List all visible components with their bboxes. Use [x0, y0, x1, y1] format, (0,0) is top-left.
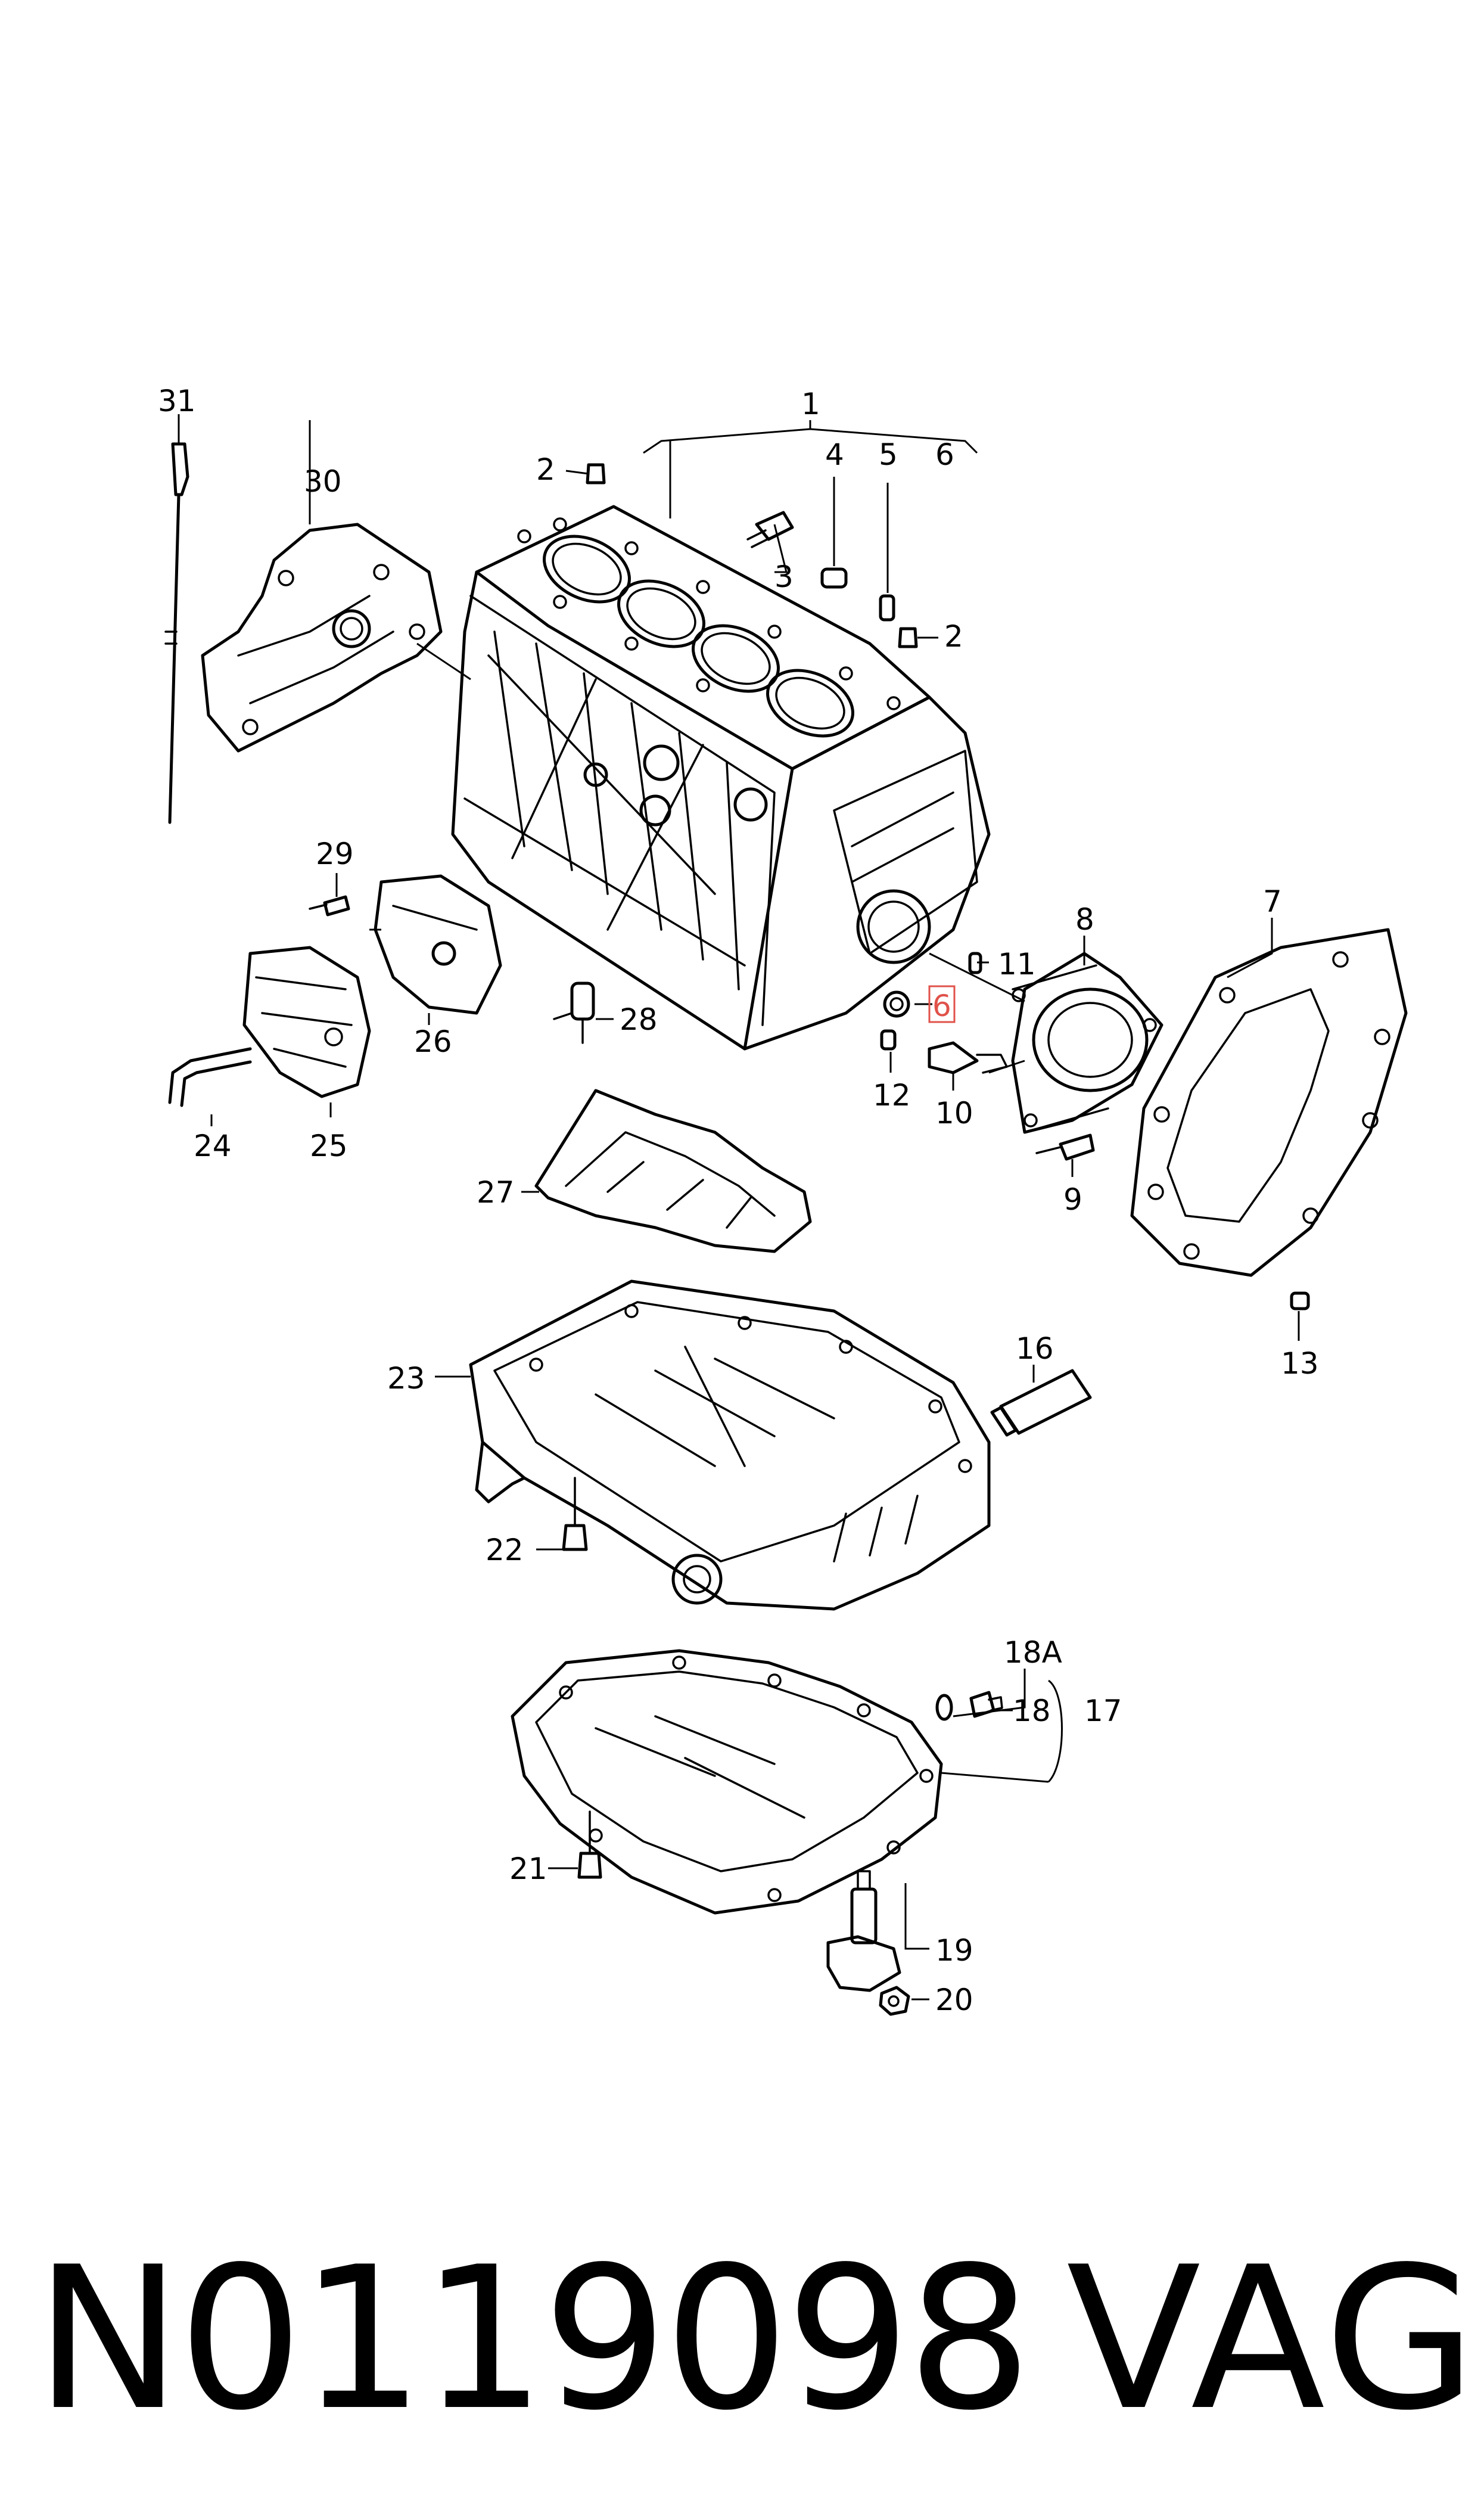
callout-4: 4	[825, 437, 844, 472]
callout-25: 25	[310, 1129, 348, 1163]
callout-26: 26	[414, 1024, 452, 1059]
callout-28: 28	[620, 1002, 658, 1037]
oil-filter-flange	[374, 874, 502, 1015]
callout-11: 11	[998, 947, 1036, 981]
callout-31: 31	[158, 384, 196, 418]
callout-30: 30	[304, 464, 342, 499]
callout-19: 19	[935, 1933, 973, 1968]
callout-12: 12	[873, 1078, 911, 1113]
engine-block	[451, 505, 991, 1051]
valve-28	[553, 981, 595, 1044]
callout-20: 20	[935, 1983, 973, 2017]
rear-seal-flange	[1011, 952, 1163, 1134]
callout-18: 18	[1013, 1694, 1051, 1728]
upper-oil-pan	[469, 1279, 991, 1611]
callout-2a: 2	[536, 452, 555, 487]
callout-10: 10	[935, 1096, 973, 1130]
oil-level-sensor-19	[826, 1870, 901, 1992]
sensor-10	[928, 1041, 1008, 1074]
bolt-22	[562, 1477, 588, 1551]
hose-24	[168, 1047, 252, 1107]
callout-5: 5	[879, 437, 898, 472]
callout-8: 8	[1075, 902, 1094, 937]
callout-3: 3	[774, 560, 794, 594]
sealant-tube	[990, 1369, 1092, 1437]
callout-18a: 18A	[1004, 1635, 1062, 1670]
callout-6-top: 6	[935, 437, 954, 472]
nut-20	[879, 1986, 910, 2016]
seal-18a	[935, 1694, 953, 1721]
callout-9: 9	[1063, 1182, 1082, 1217]
callout-29: 29	[316, 837, 354, 871]
oil-dipstick	[164, 442, 189, 824]
baffle-plate	[534, 1089, 812, 1253]
block-fasteners	[586, 463, 982, 1051]
part-number: N0119098	[35, 2225, 1032, 2453]
intermediate-plate-gasket	[1130, 928, 1408, 1310]
oil-cooler-cover	[242, 946, 371, 1098]
callout-7: 7	[1263, 884, 1282, 919]
callout-6-highlighted: 6	[932, 989, 951, 1023]
leader-lines	[178, 414, 1300, 2001]
callout-21: 21	[509, 1852, 547, 1886]
callout-2b: 2	[944, 619, 963, 654]
highlight-box-6	[928, 985, 956, 1023]
callout-24: 24	[194, 1129, 232, 1163]
callout-16: 16	[1016, 1331, 1054, 1366]
callout-27: 27	[477, 1175, 515, 1210]
callout-labels: 1 2 2 3 4 5 6 11 6 12 10 8 9 7 13 31 30 …	[158, 384, 1319, 2017]
bolt-21	[577, 1810, 602, 1879]
bolt-9	[1035, 1133, 1095, 1161]
callout-1: 1	[801, 387, 820, 421]
callout-13: 13	[1281, 1346, 1319, 1381]
lower-oil-pan	[511, 1649, 943, 1915]
callout-22: 22	[486, 1533, 524, 1567]
oil-pump-cover	[201, 523, 443, 753]
brand-name: VAG	[1066, 2225, 1479, 2453]
bolt-29	[309, 895, 350, 917]
footer: N0119098 VAG	[0, 2241, 1484, 2437]
callout-23: 23	[387, 1361, 425, 1396]
callout-17: 17	[1084, 1694, 1122, 1728]
